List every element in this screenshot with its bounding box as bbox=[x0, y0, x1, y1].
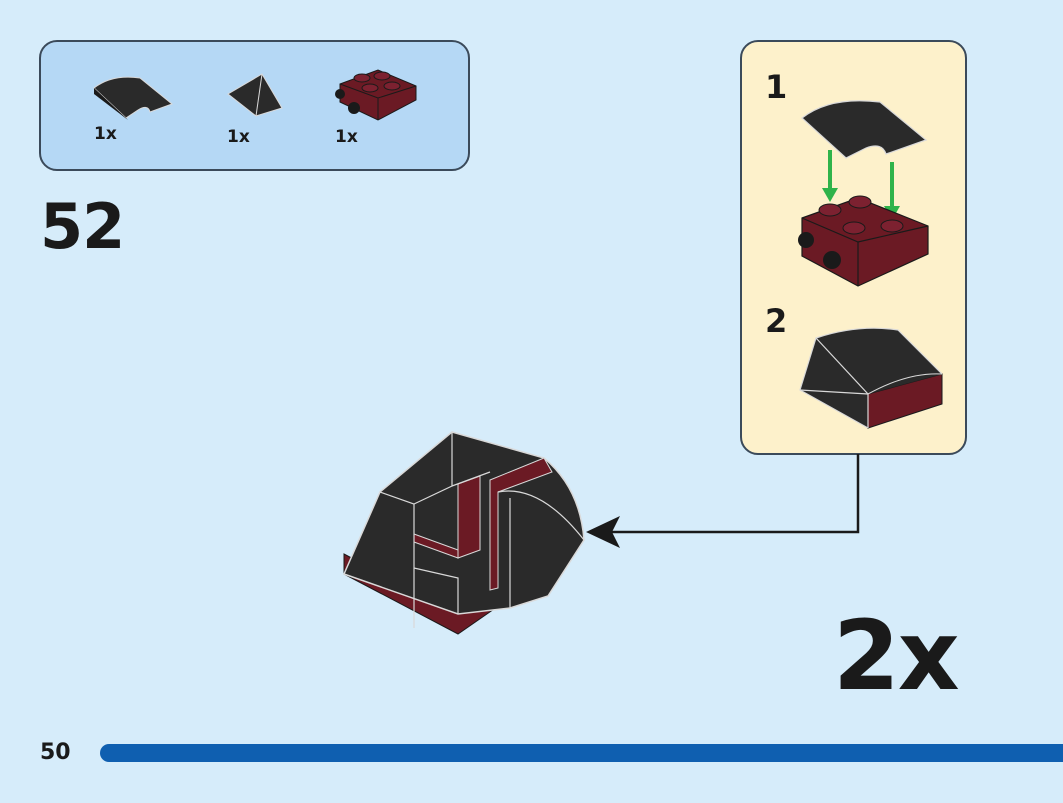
part-qty-3: 1x bbox=[335, 127, 358, 147]
sub-step-2-number: 2 bbox=[765, 302, 788, 340]
corner-slope-brick-black-icon bbox=[227, 73, 283, 117]
part-qty-2: 1x bbox=[227, 127, 250, 147]
plate-with-studs-dark-red-icon bbox=[335, 69, 417, 121]
sub-step-2-illustration bbox=[799, 327, 943, 429]
build-multiplier: 2x bbox=[833, 600, 960, 712]
curved-slope-brick-black-icon bbox=[93, 76, 174, 120]
part-qty-1: 1x bbox=[94, 124, 117, 144]
step-number: 52 bbox=[40, 190, 125, 263]
page-number: 50 bbox=[40, 740, 71, 765]
connector-arrow bbox=[586, 454, 860, 548]
main-model-illustration bbox=[342, 431, 585, 635]
sub-step-1-illustration bbox=[798, 100, 929, 287]
progress-bar bbox=[100, 744, 1063, 762]
sub-step-1-number: 1 bbox=[765, 68, 788, 106]
